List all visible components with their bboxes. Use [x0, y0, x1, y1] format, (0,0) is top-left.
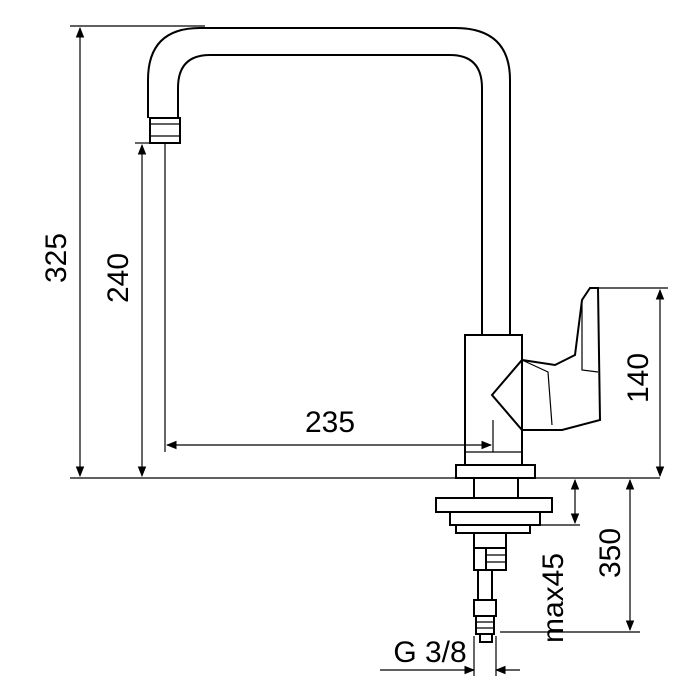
dimension-spout-reach [164, 143, 494, 452]
dimension-spout-height-label: 240 [102, 253, 135, 303]
handle-lever [490, 287, 602, 431]
dimension-connection-label: G 3/8 [393, 636, 466, 669]
mounting-assembly [435, 477, 553, 643]
dimension-connection [380, 636, 520, 676]
dimension-deck-thickness [540, 478, 580, 526]
spout [147, 27, 511, 335]
dimension-spout-height [135, 142, 150, 478]
dimension-hose-length-label: 350 [594, 528, 627, 578]
dimension-deck-thickness-label: max45 [537, 553, 570, 643]
dimension-spout-reach-label: 235 [305, 406, 355, 439]
base-plate [455, 464, 536, 479]
dimension-handle-height [598, 287, 668, 478]
dimension-total-height-label: 325 [40, 233, 73, 283]
dimension-hose-length [500, 478, 640, 633]
dimension-total-height [70, 25, 660, 479]
dimension-handle-height-label: 140 [622, 353, 655, 403]
